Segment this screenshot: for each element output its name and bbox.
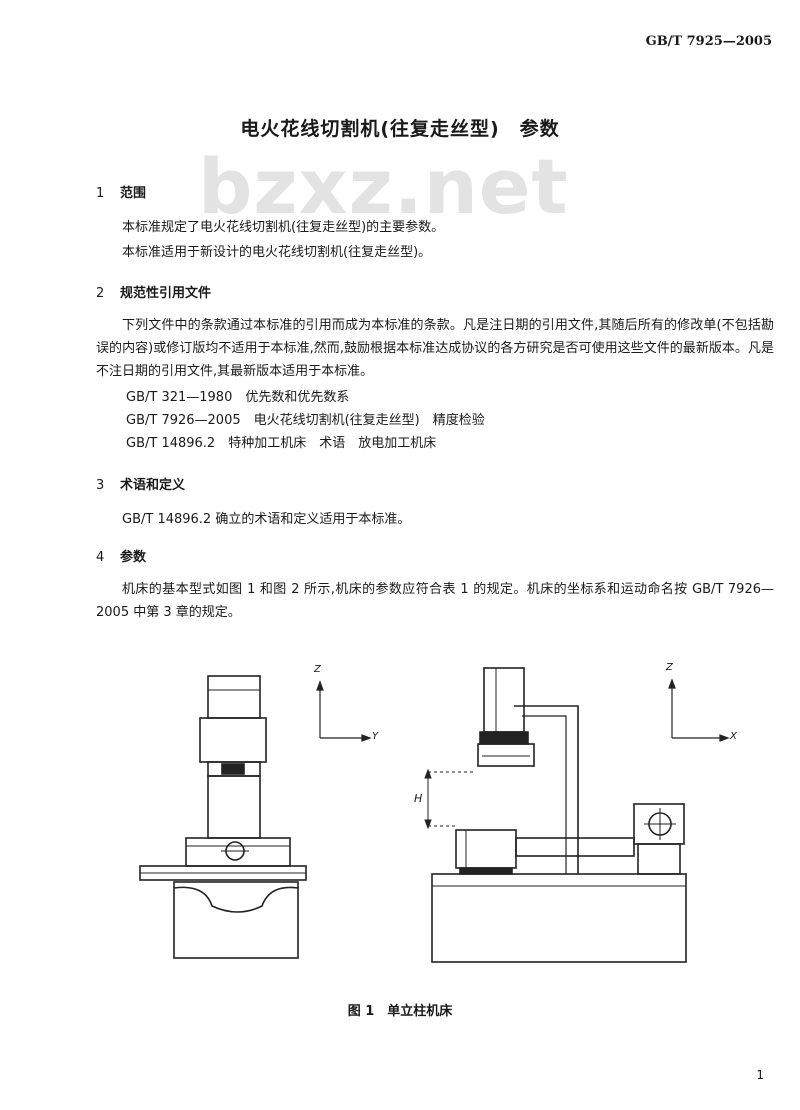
- figure-caption: 图 1 单立柱机床: [347, 1004, 453, 1019]
- section-4-para-1: 机床的基本型式如图 1 和图 2 所示,机床的参数应符合表 1 的规定。机床的坐…: [96, 582, 774, 620]
- section-number: 2: [96, 286, 105, 301]
- axis-label-y: Y: [372, 731, 379, 742]
- lower-guide: [455, 829, 517, 869]
- section-title: 参数: [120, 550, 147, 565]
- motor-base: [637, 843, 681, 875]
- section-4-heading: 4 参数: [96, 546, 146, 565]
- machine-base: [431, 873, 687, 963]
- standard-number: GB/T 7925—2005: [645, 34, 772, 49]
- axis-label-z: Z: [314, 664, 321, 675]
- watermark: bzxz.net: [198, 142, 569, 231]
- left-machine-view: [139, 675, 307, 959]
- section-1-para-2: 本标准适用于新设计的电火花线切割机(往复走丝型)。: [122, 245, 432, 260]
- page-number: 1: [756, 1068, 764, 1082]
- column: [207, 775, 261, 839]
- reference-item: GB/T 14896.2 特种加工机床 术语 放电加工机床: [126, 436, 437, 451]
- axis-label-z: Z: [666, 662, 673, 673]
- upper-guide: [477, 743, 535, 767]
- right-axis-indicator: [668, 678, 730, 742]
- left-axis-indicator: [316, 680, 372, 742]
- section-2-heading: 2 规范性引用文件: [96, 282, 211, 301]
- machine-base: [173, 881, 299, 959]
- section-number: 1: [96, 186, 105, 201]
- section-title: 范围: [120, 186, 147, 201]
- height-dimension: [424, 768, 476, 830]
- section-title: 规范性引用文件: [120, 286, 212, 301]
- section-3-para-1: GB/T 14896.2 确立的术语和定义适用于本标准。: [122, 512, 411, 527]
- upper-wire-drum: [483, 667, 525, 733]
- section-3-heading: 3 术语和定义: [96, 474, 185, 493]
- reference-item: GB/T 7926—2005 电火花线切割机(往复走丝型) 精度检验: [126, 413, 485, 428]
- document-title: 电火花线切割机(往复走丝型) 参数: [240, 118, 560, 140]
- section-number: 4: [96, 550, 105, 565]
- lower-arm: [515, 837, 635, 857]
- wire-drum-box: [199, 717, 267, 763]
- reference-item: GB/T 321—1980 优先数和优先数系: [126, 390, 350, 405]
- column-arm: [514, 705, 579, 874]
- section-1-para-1: 本标准规定了电火花线切割机(往复走丝型)的主要参数。: [122, 220, 445, 235]
- section-number: 3: [96, 478, 105, 493]
- reference-list: GB/T 321—1980 优先数和优先数系 GB/T 7926—2005 电火…: [126, 386, 485, 455]
- dimension-label-h: H: [414, 792, 423, 805]
- axis-label-x: X: [730, 731, 737, 742]
- base-saddle-curve: [173, 886, 299, 913]
- section-title: 术语和定义: [120, 478, 186, 493]
- right-machine-view: [431, 667, 687, 963]
- wire-drum: [207, 675, 261, 719]
- section-1-heading: 1 范围: [96, 182, 146, 201]
- section-2-intro: 下列文件中的条款通过本标准的引用而成为本标准的条款。凡是注日期的引用文件,其随后…: [96, 318, 774, 379]
